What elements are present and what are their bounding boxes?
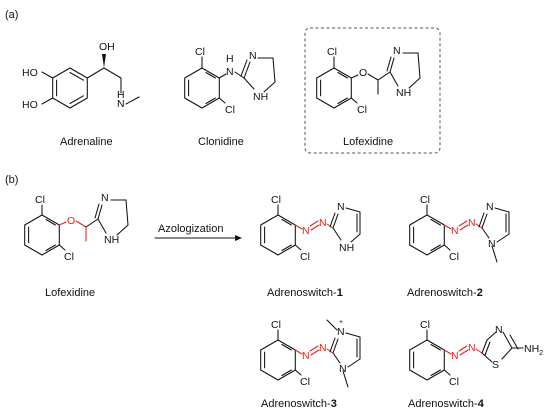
charge-label: + [339, 319, 343, 326]
compound-name-lofexidine-b: Lofexidine [45, 287, 95, 299]
nitrogen-label: N [488, 238, 496, 250]
reaction-arrow [154, 235, 242, 241]
amine-label: H [117, 89, 125, 101]
azo-nitrogen-label: N [302, 350, 310, 362]
nitrogen-label: N [495, 324, 503, 336]
adrenoswitch-2-structure: Cl Cl N N N N [409, 194, 510, 263]
compound-name-adrenoswitch-2: Adrenoswitch-2 [407, 287, 483, 299]
nitrogen-label: N [226, 66, 234, 78]
reaction-arrow-label: Azologization [158, 223, 223, 235]
chlorine-label: Cl [35, 194, 45, 206]
hydroxyl-label: OH [99, 41, 115, 53]
oxygen-label: O [67, 215, 75, 227]
panel-label-b: (b) [5, 174, 18, 186]
nitrogen-label: N [101, 192, 109, 204]
chlorine-label: Cl [225, 104, 235, 116]
nitrogen-label: N [339, 363, 347, 375]
oxygen-label: O [359, 67, 367, 79]
amino-label: NH2 [524, 343, 543, 357]
nitrogen-label: NH [253, 91, 268, 103]
hydroxyl-label: HO [22, 99, 38, 111]
lofexidine-b-structure: Cl Cl O N NH [24, 192, 129, 263]
compound-name-adrenoswitch-3: Adrenoswitch-3 [261, 398, 337, 410]
adrenaline-structure: HO HO OH H N [22, 41, 140, 111]
chlorine-label: Cl [64, 251, 74, 263]
chlorine-label: Cl [195, 46, 205, 58]
azo-nitrogen-label: N [319, 217, 327, 229]
adrenoswitch-3-structure: Cl Cl N N N + N [260, 319, 361, 388]
adrenoswitch-1-structure: Cl Cl N N N NH [260, 194, 361, 263]
nitrogen-label: N [337, 201, 345, 213]
chlorine-label: Cl [300, 376, 310, 388]
chlorine-label: Cl [271, 319, 281, 331]
compound-name-adrenoswitch-4: Adrenoswitch-4 [408, 398, 485, 410]
nitrogen-label: NH [339, 242, 354, 254]
panel-label-a: (a) [5, 9, 18, 21]
chlorine-label: Cl [357, 104, 367, 116]
hydroxyl-label: HO [22, 67, 38, 79]
nitrogen-label: N [249, 50, 257, 62]
nitrogen-label: H [226, 53, 234, 65]
nitrogen-label: NH [396, 87, 411, 99]
chlorine-label: Cl [271, 194, 281, 206]
azo-nitrogen-label: N [319, 342, 327, 354]
chlorine-label: Cl [420, 194, 430, 206]
azo-nitrogen-label: N [468, 342, 476, 354]
clonidine-structure: Cl Cl H N N NH [184, 46, 276, 116]
amine-label: N [117, 98, 125, 110]
compound-name-lofexidine: Lofexidine [343, 136, 393, 148]
chlorine-label: Cl [327, 46, 337, 58]
compound-name-adrenaline: Adrenaline [60, 136, 113, 148]
chlorine-label: Cl [300, 251, 310, 263]
compound-name-adrenoswitch-1: Adrenoswitch-1 [267, 287, 343, 299]
lofexidine-structure: Cl Cl O N NH [316, 45, 421, 116]
azo-nitrogen-label: N [468, 217, 476, 229]
nitrogen-label: N [486, 201, 494, 213]
chlorine-label: Cl [420, 319, 430, 331]
sulfur-label: S [492, 359, 499, 371]
azo-nitrogen-label: N [451, 350, 459, 362]
nitrogen-label: NH [104, 234, 119, 246]
lofexidine-highlight-box [304, 27, 441, 154]
compound-name-clonidine: Clonidine [198, 136, 244, 148]
nitrogen-label: N [337, 326, 345, 338]
adrenoswitch-4-structure: Cl Cl N N N S NH2 [409, 319, 543, 388]
azo-nitrogen-label: N [302, 225, 310, 237]
nitrogen-label: N [393, 45, 401, 57]
chlorine-label: Cl [449, 376, 459, 388]
azo-nitrogen-label: N [451, 225, 459, 237]
chlorine-label: Cl [449, 251, 459, 263]
